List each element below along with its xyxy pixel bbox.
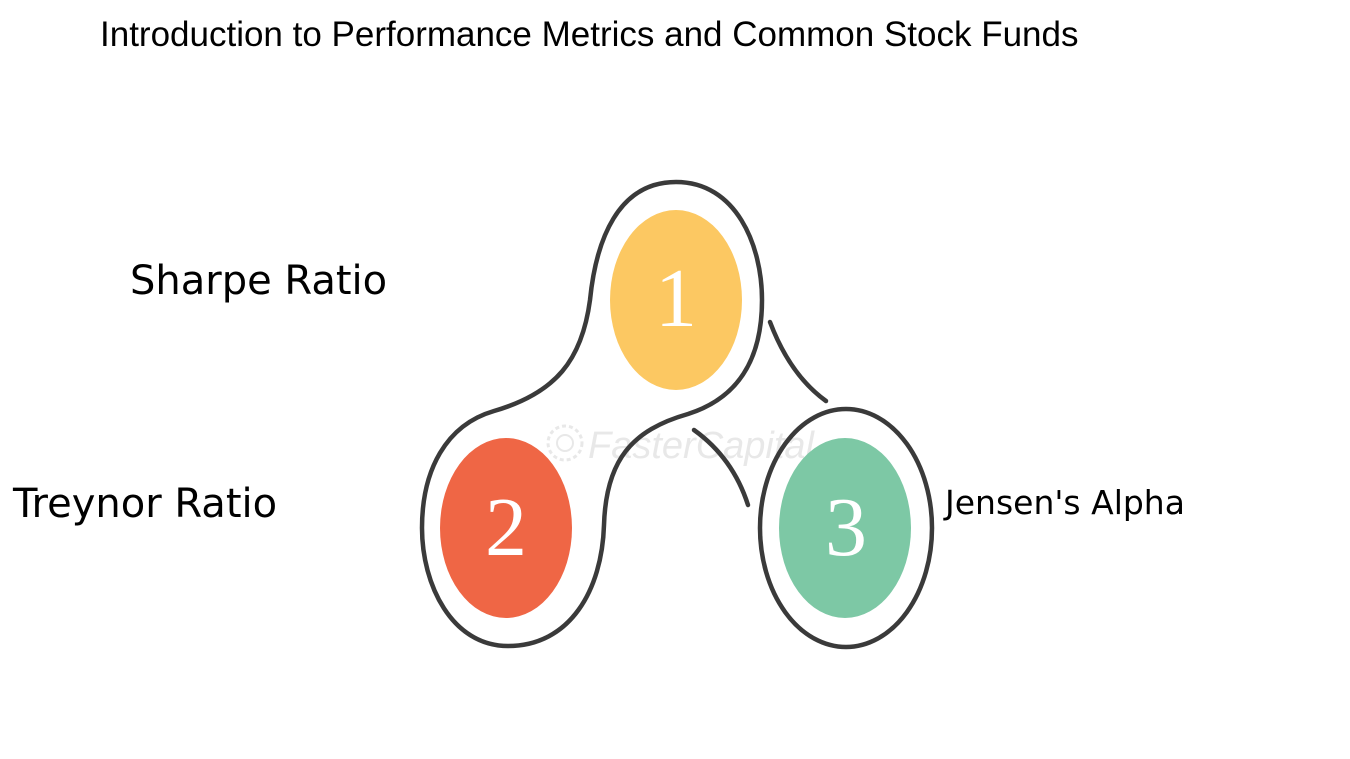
watermark-logo-icon (546, 424, 584, 462)
outline-node-3 (757, 406, 935, 650)
outline-nodes-1-2 (419, 179, 765, 649)
node-1-number: 1 (655, 252, 697, 345)
label-treynor-ratio: Treynor Ratio (13, 481, 278, 527)
label-jensens-alpha: Jensen's Alpha (945, 483, 1185, 522)
node-3-circle (779, 438, 911, 618)
node-3-number: 3 (825, 481, 867, 574)
watermark-logo-core-icon (556, 434, 574, 452)
connector-arc-2-3 (691, 427, 751, 508)
connector-arc-1-3 (767, 319, 829, 404)
label-sharpe-ratio: Sharpe Ratio (130, 258, 388, 304)
node-1-circle (610, 210, 742, 390)
page-title: Introduction to Performance Metrics and … (100, 15, 1079, 54)
node-2-circle (440, 438, 572, 618)
node-2-number: 2 (485, 481, 527, 574)
